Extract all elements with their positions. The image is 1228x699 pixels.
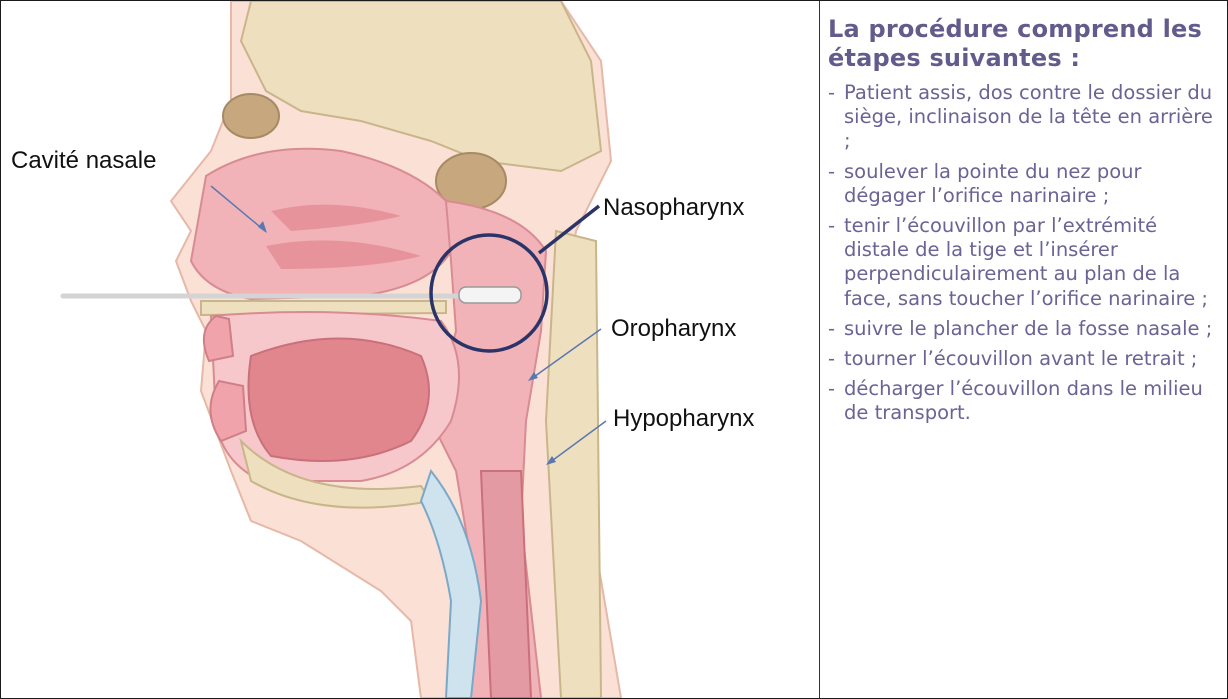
step-text: suivre le plancher de la fosse nasale ; — [844, 317, 1212, 340]
label-nasopharynx: Nasopharynx — [603, 194, 744, 222]
trachea — [481, 471, 531, 698]
step-text: tourner l’écouvillon avant le retrait ; — [844, 347, 1197, 370]
procedure-step: -soulever la pointe du nez pour dégager … — [828, 160, 1223, 208]
bullet-dash: - — [828, 317, 835, 341]
procedure-steps: -Patient assis, dos contre le dossier du… — [828, 81, 1223, 426]
label-nasal-cavity: Cavité nasale — [11, 147, 156, 175]
step-text: décharger l’écouvillon dans le milieu de… — [844, 377, 1203, 424]
lips-upper — [204, 316, 233, 361]
bullet-dash: - — [828, 214, 835, 238]
head-sagittal-section — [1, 1, 821, 698]
swab-tip — [459, 287, 521, 303]
procedure-step: -tenir l’écouvillon par l’extrémité dist… — [828, 214, 1223, 311]
bullet-dash: - — [828, 377, 835, 401]
bullet-dash: - — [828, 347, 835, 371]
tongue — [249, 339, 430, 462]
label-oropharynx: Oropharynx — [611, 315, 736, 343]
step-text: soulever la pointe du nez pour dégager l… — [844, 160, 1142, 207]
procedure-step: -décharger l’écouvillon dans le milieu d… — [828, 377, 1223, 425]
bullet-dash: - — [828, 160, 835, 184]
lips-lower — [210, 381, 246, 441]
procedure-step: -tourner l’écouvillon avant le retrait ; — [828, 347, 1223, 371]
procedure-step: -suivre le plancher de la fosse nasale ; — [828, 317, 1223, 341]
step-text: Patient assis, dos contre le dossier du … — [844, 81, 1213, 152]
anatomy-illustration: Cavité nasale Nasopharynx Oropharynx Hyp… — [1, 1, 821, 698]
procedure-panel: La procédure comprend les étapes suivant… — [828, 15, 1223, 432]
procedure-title: La procédure comprend les étapes suivant… — [828, 15, 1223, 73]
procedure-step: -Patient assis, dos contre le dossier du… — [828, 81, 1223, 154]
bullet-dash: - — [828, 81, 835, 105]
frontal-sinus — [223, 94, 279, 138]
panel-divider — [819, 1, 820, 698]
label-hypopharynx: Hypopharynx — [613, 405, 754, 433]
step-text: tenir l’écouvillon par l’extrémité dista… — [844, 214, 1208, 310]
